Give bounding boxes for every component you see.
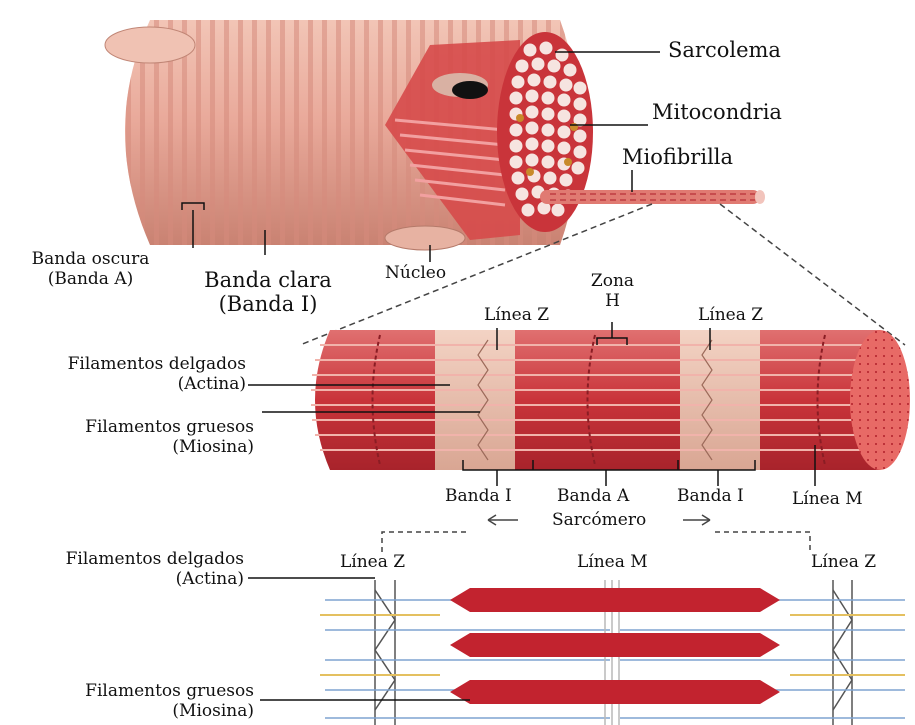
label-mitocondria: Mitocondria — [652, 100, 782, 124]
label-bottom-linea-m: Línea M — [577, 553, 648, 573]
label-linea-z-right: Línea Z — [698, 306, 763, 326]
label-banda-clara-line1: Banda clara — [198, 268, 338, 292]
muscle-fiber — [105, 20, 765, 262]
label-bottom-linea-z-left: Línea Z — [340, 553, 405, 573]
label-filamentos-delgados-line2: (Actina) — [8, 375, 246, 395]
label-banda-oscura-line1: Banda oscura — [8, 250, 173, 270]
label-bottom-filamentos-gruesos: Filamentos gruesos (Miosina) — [8, 682, 254, 721]
label-nucleo: Núcleo — [385, 264, 446, 284]
label-filamentos-gruesos-line2: (Miosina) — [8, 438, 254, 458]
label-banda-a: Banda A — [557, 487, 629, 507]
label-banda-i-left: Banda I — [445, 487, 512, 507]
label-filamentos-delgados-line1: Filamentos delgados — [8, 355, 246, 375]
label-banda-i-right: Banda I — [677, 487, 744, 507]
label-banda-oscura-line2: (Banda A) — [8, 270, 173, 290]
sarcomere-schematic — [248, 578, 905, 725]
myofibril-protrusion — [540, 190, 765, 204]
label-miofibrilla: Miofibrilla — [622, 145, 733, 169]
label-zona-h: Zona H — [585, 272, 640, 311]
label-filamentos-gruesos: Filamentos gruesos (Miosina) — [8, 418, 254, 457]
label-linea-z-left: Línea Z — [484, 306, 549, 326]
label-linea-m: Línea M — [792, 490, 863, 510]
label-bottom-filamentos-delgados-line2: (Actina) — [8, 570, 244, 590]
myofibril-detail — [248, 322, 910, 486]
label-zona-line2: H — [585, 292, 640, 312]
label-bottom-filamentos-gruesos-line2: (Miosina) — [8, 702, 254, 722]
label-bottom-linea-z-right: Línea Z — [811, 553, 876, 573]
label-filamentos-gruesos-line1: Filamentos gruesos — [8, 418, 254, 438]
label-filamentos-delgados: Filamentos delgados (Actina) — [8, 355, 246, 394]
label-bottom-filamentos-delgados: Filamentos delgados (Actina) — [8, 550, 244, 589]
label-banda-oscura: Banda oscura (Banda A) — [8, 250, 173, 289]
label-bottom-filamentos-gruesos-line1: Filamentos gruesos — [8, 682, 254, 702]
label-sarcomero: Sarcómero — [552, 511, 646, 531]
label-banda-clara: Banda clara (Banda I) — [198, 268, 338, 316]
label-sarcolema: Sarcolema — [668, 38, 781, 62]
label-banda-clara-line2: (Banda I) — [198, 292, 338, 316]
label-bottom-filamentos-delgados-line1: Filamentos delgados — [8, 550, 244, 570]
label-zona-line1: Zona — [585, 272, 640, 292]
